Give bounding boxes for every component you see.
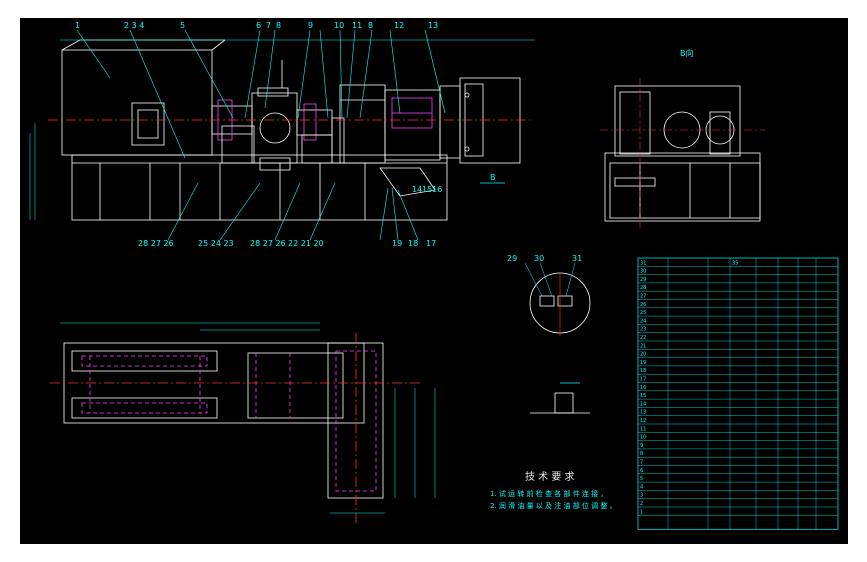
table-cell: 24 — [640, 318, 646, 324]
balloon-16: 16 — [432, 185, 442, 194]
balloon-19: 19 — [392, 239, 402, 248]
parts-table-border — [637, 257, 839, 530]
balloon-6: 6 — [256, 21, 261, 30]
table-cell: 28 — [640, 285, 646, 291]
balloon-17: 17 — [426, 239, 436, 248]
table-cell: 5 — [640, 476, 643, 482]
balloon-1: 1 — [75, 21, 80, 30]
tech-title: 技 术 要 求 — [525, 470, 575, 483]
table-cell: 7 — [640, 460, 643, 466]
table-cell: 8 — [640, 451, 643, 457]
balloon-13: 13 — [428, 21, 438, 30]
table-cell: 3 — [640, 493, 643, 499]
table-cell: 26 — [640, 302, 646, 308]
balloon-18: 18 — [408, 239, 418, 248]
table-cell: 6 — [640, 468, 643, 474]
callout-leaders — [76, 29, 446, 241]
balloon-10: 10 — [334, 21, 344, 30]
balloon-28-27-26-a: 28 27 26 — [138, 239, 174, 248]
table-cell: 18 — [640, 368, 646, 374]
table-cell: 12 — [640, 418, 646, 424]
front-view — [29, 39, 535, 221]
output-flange — [439, 85, 461, 159]
output-drum — [459, 77, 521, 164]
table-cell: 14 — [640, 401, 646, 407]
table-cell: 13 — [640, 410, 646, 416]
plan-view — [50, 322, 436, 523]
drawing-canvas: 1 2 3 4 5 6 7 8 9 10 11 8 12 13 28 27 26… — [20, 18, 848, 544]
tech-line-2: 2. 润 滑 油 量 以 及 注 油 部 位 调 整 。 — [490, 501, 617, 510]
balloon-5: 5 — [180, 21, 185, 30]
table-cell: 30 — [640, 269, 646, 275]
side-view-b — [604, 85, 761, 222]
balloon-8: 8 — [276, 21, 281, 30]
small-detail — [530, 382, 590, 414]
balloon-22-21-20: 22 21 20 — [288, 239, 324, 248]
motor-body — [61, 49, 213, 156]
table-cell: 15 — [640, 393, 646, 399]
table-cell: 11 — [640, 426, 646, 432]
view-b-title: B向 — [680, 48, 694, 58]
detail-label-30: 30 — [534, 254, 544, 263]
balloon-8b: 8 — [368, 21, 373, 30]
view-b-label: B — [490, 173, 496, 182]
balloon-12: 12 — [394, 21, 404, 30]
balloon-15: 15 — [422, 185, 432, 194]
table-cell: 20 — [640, 352, 646, 358]
table-cell: 23 — [640, 327, 646, 333]
table-cell: 1 — [640, 509, 643, 515]
table-cell: 22 — [640, 335, 646, 341]
base-frame — [71, 154, 448, 221]
detail-label-31: 31 — [572, 254, 582, 263]
tech-requirements: 技 术 要 求 1. 试 运 转 前 检 查 各 部 件 连 接 ， 2. 润 … — [490, 470, 617, 510]
balloon-28-27-26-b: 28 27 26 — [250, 239, 286, 248]
balloon-9: 9 — [308, 21, 313, 30]
table-cell: 16 — [640, 385, 646, 391]
table-cell: 35 — [732, 260, 738, 266]
table-cell: 10 — [640, 435, 646, 441]
table-cell: 4 — [640, 484, 643, 490]
balloon-25-24-23: 25 24 23 — [198, 239, 234, 248]
balloon-11: 11 — [352, 21, 362, 30]
table-cell: 19 — [640, 360, 646, 366]
coupling-2 — [296, 109, 333, 136]
balloon-14: 14 — [412, 185, 422, 194]
tech-line-1: 1. 试 运 转 前 检 查 各 部 件 连 接 ， — [490, 489, 607, 498]
cad-drawing: 1 2 3 4 5 6 7 8 9 10 11 8 12 13 28 27 26… — [29, 21, 839, 530]
balloon-7: 7 — [266, 21, 271, 30]
table-cell: 2 — [640, 501, 643, 507]
detail-view: 29 30 31 — [507, 254, 591, 336]
motor-terminal-box — [131, 102, 165, 146]
reducer-2 — [339, 84, 386, 164]
table-cell: 17 — [640, 377, 646, 383]
table-cell: 29 — [640, 277, 646, 283]
balloon-2-3-4: 2 3 4 — [124, 21, 144, 30]
view-marker-b: B — [480, 173, 505, 184]
table-cell: 21 — [640, 343, 646, 349]
table-cell: 9 — [640, 443, 643, 449]
table-cell: 25 — [640, 310, 646, 316]
detail-label-29: 29 — [507, 254, 517, 263]
table-cell: 31 — [640, 260, 646, 266]
table-cell: 27 — [640, 294, 646, 300]
